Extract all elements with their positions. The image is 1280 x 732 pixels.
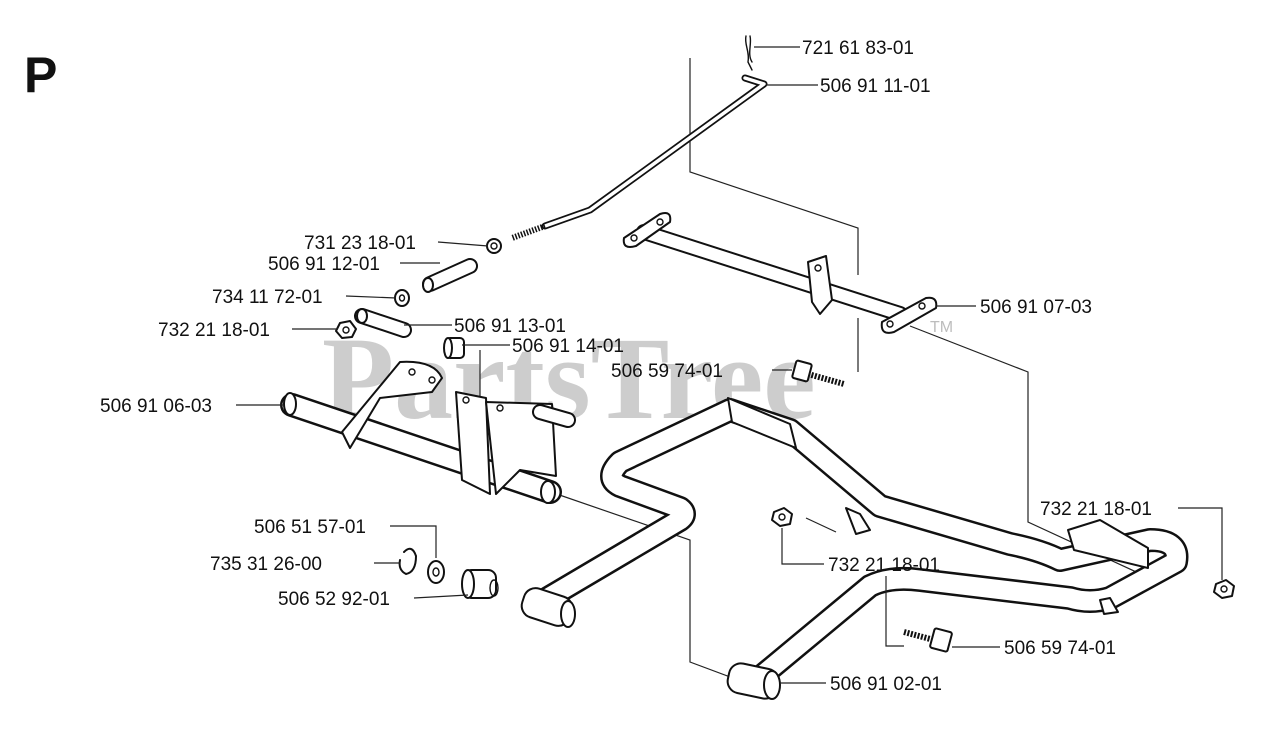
pivot-shaft-front-part (280, 360, 576, 504)
part-label-734-11-72-01: 734 11 72-01 (212, 287, 323, 308)
part-label-735-31-26-00: 735 31 26-00 (210, 554, 322, 575)
part-label-506-91-12-01: 506 91 12-01 (268, 254, 380, 275)
shoulder-bolt-mid-part (791, 359, 845, 387)
part-label-506-91-11-01: 506 91 11-01 (820, 76, 931, 97)
part-label-732-21-18-01-mid: 732 21 18-01 (828, 555, 940, 576)
pivot-shaft-rear-part (622, 212, 938, 334)
spacer-tube-part (422, 258, 478, 293)
part-label-721-61-83-01: 721 61 83-01 (802, 38, 914, 59)
part-label-732-21-18-01-right: 732 21 18-01 (1040, 499, 1152, 520)
part-label-506-91-02-01: 506 91 02-01 (830, 674, 942, 695)
bushing-part (443, 337, 465, 359)
part-label-506-51-57-01: 506 51 57-01 (254, 517, 366, 538)
section-letter: P (24, 47, 57, 103)
jam-nut-part (486, 238, 502, 254)
washer-part (394, 289, 410, 307)
pivot-pin-part (354, 308, 412, 338)
front-axle-frame-part (520, 397, 1189, 700)
retaining-ring-part (398, 547, 417, 575)
part-label-506-91-06-03: 506 91 06-03 (100, 396, 212, 417)
part-labels: 721 61 83-01 506 91 11-01 731 23 18-01 5… (100, 38, 1152, 695)
clevis-pin-part (744, 35, 753, 71)
flanged-bushing-part (461, 569, 499, 599)
part-label-506-59-74-01-lower: 506 59 74-01 (1004, 638, 1116, 659)
lock-nut-left-part (335, 320, 357, 339)
part-label-731-23-18-01: 731 23 18-01 (304, 233, 416, 254)
watermark-trademark: TM (930, 319, 953, 336)
part-label-506-91-13-01: 506 91 13-01 (454, 316, 566, 337)
shoulder-bolt-lower-part (903, 627, 953, 653)
part-label-732-21-18-01-left: 732 21 18-01 (158, 320, 270, 341)
part-label-506-91-14-01: 506 91 14-01 (512, 336, 624, 357)
part-label-506-52-92-01: 506 52 92-01 (278, 589, 390, 610)
lift-rod-part (510, 74, 768, 241)
lock-nut-mid-part (771, 507, 793, 527)
part-label-506-91-07-03: 506 91 07-03 (980, 297, 1092, 318)
flat-washer-part (427, 560, 445, 584)
leader-lines (236, 46, 1223, 684)
lock-nut-right-part (1213, 579, 1235, 599)
part-label-506-59-74-01-mid: 506 59 74-01 (611, 361, 723, 382)
